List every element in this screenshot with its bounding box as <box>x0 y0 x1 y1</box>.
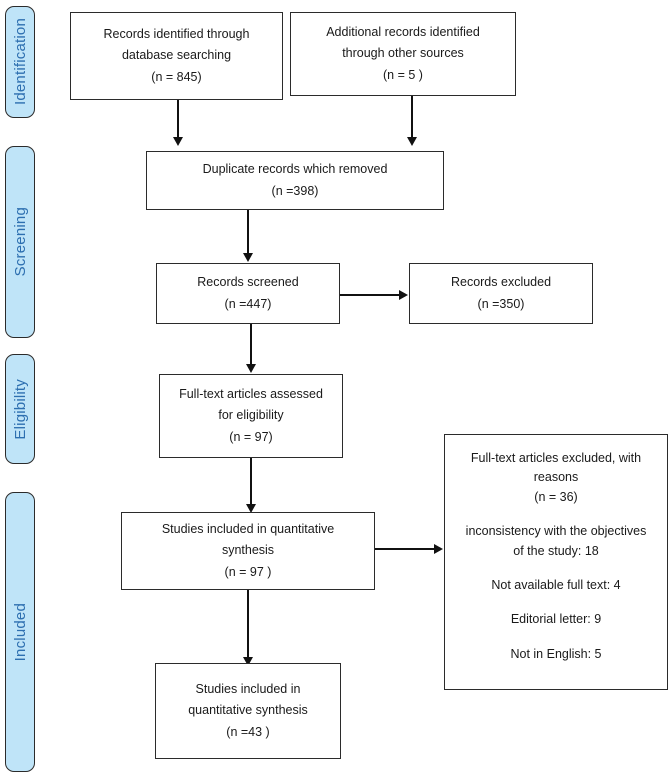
node-line: (n = 5 ) <box>383 67 423 82</box>
reason-line: of the study: 18 <box>513 543 599 558</box>
node-line: (n = 845) <box>151 69 202 84</box>
node-line: Additional records identified <box>326 24 480 39</box>
node-line: Duplicate records which removed <box>202 162 388 176</box>
node-line: (n = 97 ) <box>224 564 272 579</box>
node-line: through other sources <box>342 46 464 61</box>
stage-label-included: Included <box>11 602 29 662</box>
node-line: synthesis <box>221 543 275 558</box>
node-line: Records excluded <box>450 275 552 289</box>
node-line: Records identified through <box>103 26 250 41</box>
arrowhead-included-to-excluded-reasons <box>434 544 443 554</box>
node-line: Full-text articles excluded, with <box>470 451 642 465</box>
arrowhead-fulltext-to-included <box>245 504 256 513</box>
node-line: (n =398) <box>271 183 319 198</box>
node-line: reasons <box>533 470 579 485</box>
stage-label-eligibility: Eligibility <box>11 378 29 440</box>
stage-label-screening: Screening <box>11 207 29 277</box>
node-fulltext-assessed: Full-text articles assessed for eligibil… <box>159 374 344 459</box>
stage-tab-included: Included <box>5 492 35 772</box>
node-additional-records-other-sources: Additional records identified through ot… <box>290 12 517 97</box>
node-line: (n =447) <box>224 296 272 311</box>
arrowhead-other-to-duplicates <box>406 137 417 146</box>
reason-line: Not in English: 5 <box>510 646 602 661</box>
connector-screened-to-fulltext <box>250 324 252 365</box>
arrowhead-screened-to-fulltext <box>245 364 256 373</box>
arrowhead-included-to-final <box>242 657 253 666</box>
node-line: Full-text articles assessed <box>179 386 323 401</box>
node-line: (n = 36) <box>534 489 578 504</box>
arrowhead-screened-to-excluded <box>399 290 408 300</box>
connector-included-to-final <box>247 590 249 658</box>
node-fulltext-excluded-with-reasons: Full-text articles excluded, with reason… <box>444 434 669 691</box>
connector-screened-to-excluded <box>340 294 400 296</box>
node-line: database searching <box>121 48 232 63</box>
node-line: quantitative synthesis <box>188 703 308 718</box>
node-line: Studies included in <box>195 681 301 696</box>
reason-line: Not available full text: 4 <box>491 577 621 592</box>
stage-tab-eligibility: Eligibility <box>5 354 35 464</box>
arrowhead-duplicates-to-screened <box>242 253 253 262</box>
connector-duplicates-to-screened <box>247 210 249 254</box>
node-line: (n = 97) <box>229 429 273 444</box>
node-records-excluded: Records excluded (n =350) <box>409 263 594 325</box>
node-final-quantitative-synthesis: Studies included in quantitative synthes… <box>155 663 342 760</box>
connector-other-to-duplicates <box>411 96 413 138</box>
node-line: Records screened <box>197 275 299 289</box>
node-studies-included-quantitative: Studies included in quantitative synthes… <box>121 512 376 591</box>
stage-tab-screening: Screening <box>5 146 35 338</box>
reason-line: Editorial letter: 9 <box>510 612 602 627</box>
stage-label-identification: Identification <box>11 18 29 106</box>
node-records-identified-database: Records identified through database sear… <box>70 12 284 101</box>
node-line: (n =350) <box>477 296 525 311</box>
stage-tab-identification: Identification <box>5 6 35 118</box>
connector-fulltext-to-included <box>250 458 252 506</box>
node-duplicate-records-removed: Duplicate records which removed (n =398) <box>146 151 445 211</box>
node-records-screened: Records screened (n =447) <box>156 263 341 325</box>
arrowhead-database-to-duplicates <box>172 137 183 146</box>
node-line: for eligibility <box>218 408 284 423</box>
connector-included-to-excluded-reasons <box>375 548 435 550</box>
reason-line: inconsistency with the objectives <box>465 524 647 539</box>
node-line: (n =43 ) <box>226 724 270 739</box>
connector-database-to-duplicates <box>177 100 179 138</box>
node-line: Studies included in quantitative <box>161 521 335 536</box>
